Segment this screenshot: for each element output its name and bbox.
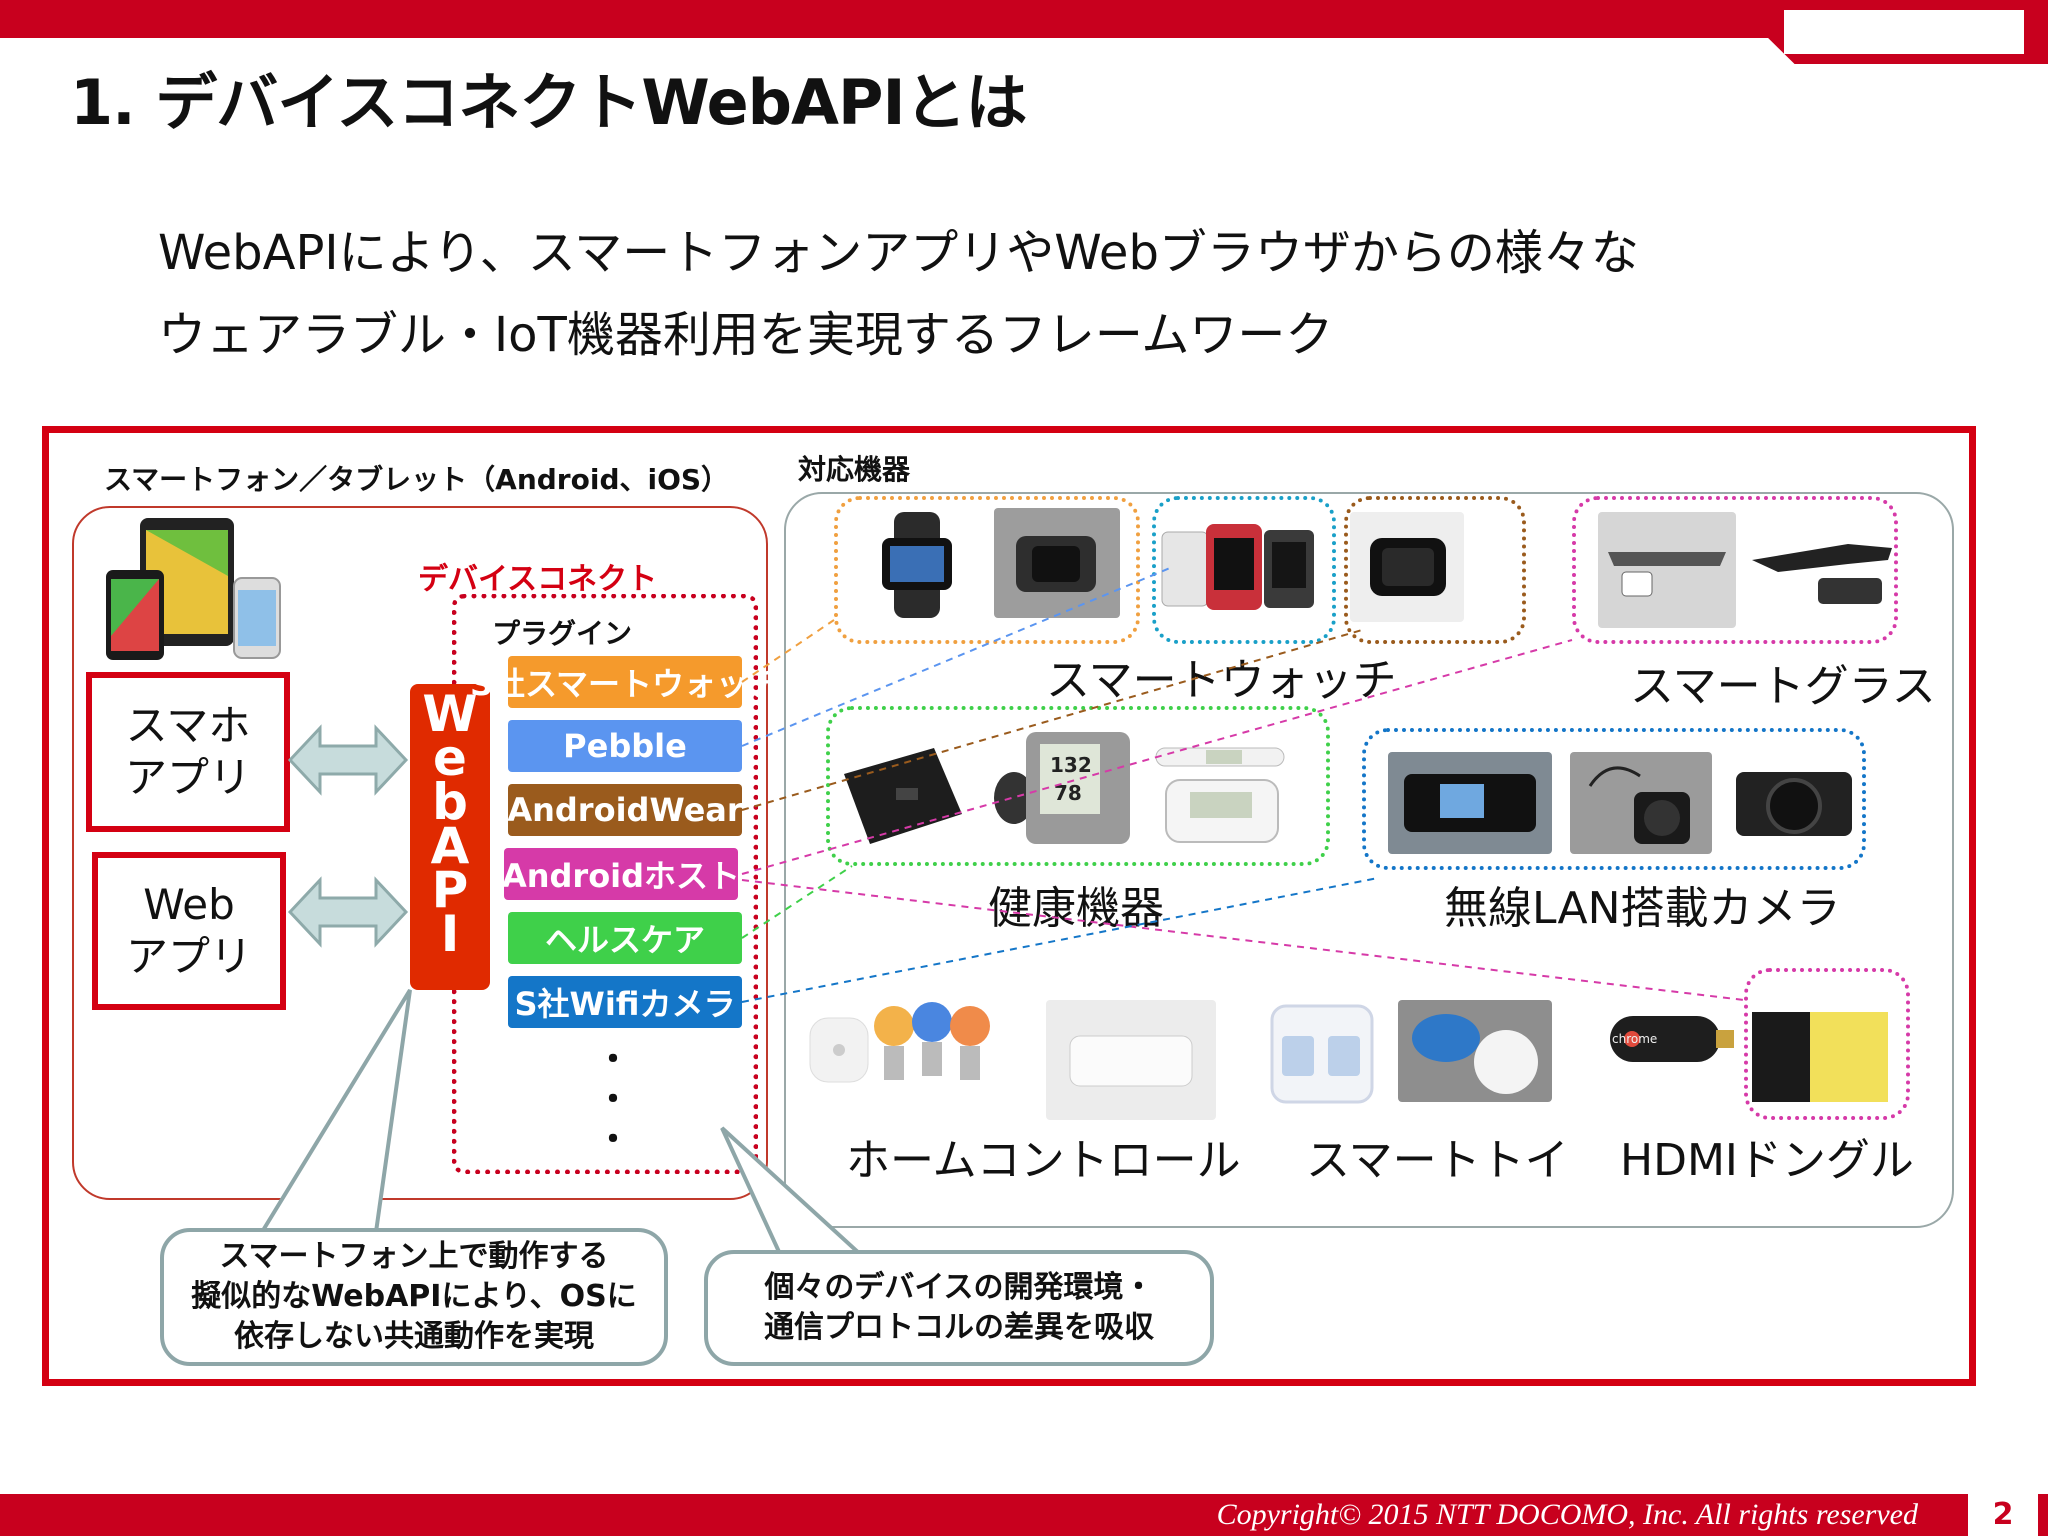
cube-toy-image — [1270, 1004, 1374, 1104]
webapi-letter: I — [440, 905, 460, 963]
action-camera-image — [1404, 774, 1536, 832]
smartphone-group-label: スマートフォン／タブレット（Android、iOS） — [104, 463, 730, 496]
double-arrow-icon — [287, 876, 409, 948]
group-android-wear-border — [1344, 496, 1526, 644]
plugin-ellipsis: ・ ・ ・ — [596, 1040, 630, 1160]
webapi-letter: W — [422, 685, 478, 743]
webapi-letter: e — [433, 729, 467, 787]
subtitle-line: ウェアラブル・IoT機器利用を実現するフレームワーク — [158, 307, 1334, 363]
bottom-red-bar — [0, 1494, 2048, 1536]
category-health: 健康機器 — [988, 883, 1164, 934]
mirrorless-camera-image — [1736, 772, 1852, 836]
plugin-android-wear: AndroidWear — [507, 784, 743, 836]
webapi-letter: P — [431, 861, 469, 919]
plugin-pebble: Pebble — [508, 720, 742, 772]
webapi-letter: b — [432, 773, 468, 831]
smart-glasses-photo — [1598, 512, 1736, 628]
slide-subtitle: WebAPIにより、スマートフォンアプリやWebブラウザからの様々な ウェアラブ… — [158, 212, 1639, 376]
smart-glasses-image — [1608, 552, 1726, 597]
plugin-android-host: Androidホスト — [502, 848, 740, 900]
group-hdmi-border — [1744, 968, 1910, 1120]
group-health-border — [826, 706, 1330, 866]
ellipsis-dot: ・ — [596, 1080, 630, 1120]
sony-smartwatch-image — [882, 512, 952, 618]
category-home-control: ホームコントロール — [846, 1135, 1241, 1186]
category-smart-toy: スマートトイ — [1306, 1135, 1569, 1186]
category-hdmi-dongle: HDMIドングル — [1620, 1135, 1914, 1186]
callout-absorb-text: 個々のデバイスの開発環境・ 通信プロトコルの差異を吸収 — [764, 1270, 1154, 1345]
pedometer-image — [1165, 779, 1279, 843]
callout-common-api-text: スマートフォン上で動作する 擬似的なWebAPIにより、OSに 依存しない共通動… — [191, 1239, 637, 1354]
devices-group-label: 対応機器 — [798, 453, 911, 486]
top-red-bar — [0, 0, 2048, 38]
webapi-letter: A — [430, 817, 470, 875]
smartphone-group — [72, 506, 768, 1200]
android-wear-watch-image — [1370, 538, 1446, 596]
double-arrow-icon — [287, 724, 409, 796]
plugin-label: プラグイン — [492, 617, 633, 650]
smartphone-app-label: スマホ アプリ — [124, 701, 251, 802]
top-white-box — [1784, 10, 2024, 54]
hue-bulbs-image — [874, 1002, 990, 1080]
home-gateway-image — [1069, 1035, 1193, 1087]
moverio-glasses-image — [1752, 544, 1892, 604]
web-app-label: Web アプリ — [125, 880, 252, 981]
ellipsis-dot: ・ — [596, 1120, 630, 1160]
watch-on-stand-image — [1016, 536, 1096, 592]
blood-pressure-monitor-image: 132 78 — [994, 732, 1130, 844]
category-wifi-camera: 無線LAN搭載カメラ — [1444, 883, 1841, 934]
chromecast-image — [1610, 1016, 1734, 1062]
category-smartwatch: スマートウォッチ — [1046, 655, 1397, 706]
device-connect-label: デバイスコネクト — [418, 562, 658, 597]
plugin-sony-watch: S社スマートウォッチ — [470, 656, 780, 708]
diagram-frame — [42, 426, 1976, 1386]
smartphone-app-box: スマホ アプリ — [86, 672, 290, 832]
yellow-dongle-image — [1752, 1012, 1888, 1102]
sphero-toy-image — [1412, 1014, 1538, 1094]
slide-title: 1. デバイスコネクトWebAPIとは — [70, 66, 1028, 139]
group-smart-glasses-border — [1572, 496, 1898, 644]
callout-common-api: スマートフォン上で動作する 擬似的なWebAPIにより、OSに 依存しない共通動… — [160, 1228, 668, 1366]
group-camera-border — [1362, 728, 1866, 870]
smartphones-image — [106, 518, 281, 660]
subtitle-line: WebAPIにより、スマートフォンアプリやWebブラウザからの様々な — [158, 225, 1639, 281]
group-sony-watch-border — [834, 496, 1140, 644]
pebble-watches-image — [1161, 524, 1314, 610]
plugin-healthcare: ヘルスケア — [508, 912, 742, 964]
copyright-text: Copyright© 2015 NTT DOCOMO, Inc. All rig… — [1216, 1498, 1918, 1531]
hue-bridge-image — [809, 1017, 869, 1083]
callout-absorb-differences: 個々のデバイスの開発環境・ 通信プロトコルの差異を吸収 — [704, 1250, 1214, 1366]
page-number: 2 — [1968, 1494, 2038, 1536]
group-pebble-border — [1152, 496, 1336, 644]
webapi-block: W e b A P I — [410, 684, 490, 990]
svg-text:132: 132 — [1050, 753, 1092, 777]
category-smartglass: スマートグラス — [1630, 661, 1936, 712]
ellipsis-dot: ・ — [596, 1040, 630, 1080]
chromecast-wordmark: chrome — [1612, 1032, 1658, 1046]
lens-style-camera-image — [1588, 766, 1690, 844]
web-app-box: Web アプリ — [92, 852, 286, 1010]
plugin-wifi-camera: S社Wifiカメラ — [508, 976, 742, 1028]
